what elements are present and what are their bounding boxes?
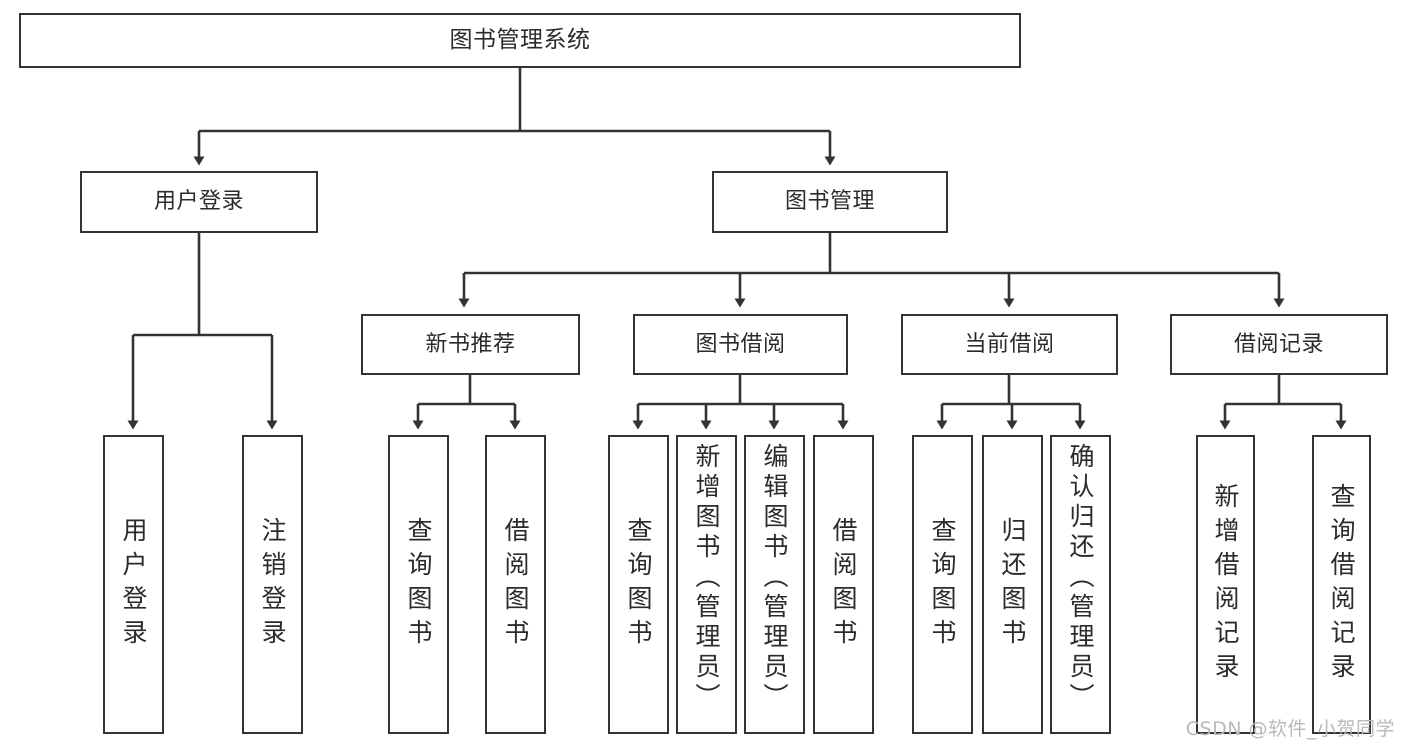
node-root-system[interactable]: 图书管理系统 (19, 13, 1021, 68)
node-label: 借阅记录 (1233, 331, 1324, 357)
node-label: 借阅图书 (829, 516, 858, 653)
node-label: 查询图书 (404, 516, 433, 653)
node-borrow-record[interactable]: 借阅记录 (1170, 314, 1388, 375)
node-label: 用户登录 (153, 189, 244, 215)
node-label: 查询借阅记录 (1327, 482, 1356, 687)
leaf-return-book[interactable]: 归还图书 (982, 435, 1043, 734)
leaf-query-book-3[interactable]: 查询图书 (912, 435, 973, 734)
node-label: 新增图书（管理员） (692, 443, 721, 713)
leaf-confirm-return[interactable]: 确认归还（管理员） (1050, 435, 1111, 734)
node-user-login[interactable]: 用户登录 (80, 171, 318, 233)
node-label: 查询图书 (624, 516, 653, 653)
leaf-borrow-book-2[interactable]: 借阅图书 (813, 435, 874, 734)
node-label: 新书推荐 (425, 331, 516, 357)
node-label: 借阅图书 (501, 516, 530, 653)
leaf-logout[interactable]: 注销登录 (242, 435, 303, 734)
node-label: 图书借阅 (695, 331, 786, 357)
node-current-borrow[interactable]: 当前借阅 (901, 314, 1118, 375)
node-label: 注销登录 (258, 516, 287, 653)
leaf-query-book-1[interactable]: 查询图书 (388, 435, 449, 734)
node-new-book-recommend[interactable]: 新书推荐 (361, 314, 580, 375)
node-label: 图书管理系统 (449, 26, 591, 53)
leaf-query-book-2[interactable]: 查询图书 (608, 435, 669, 734)
node-label: 确认归还（管理员） (1066, 443, 1095, 713)
leaf-query-record[interactable]: 查询借阅记录 (1312, 435, 1371, 734)
node-book-borrow[interactable]: 图书借阅 (633, 314, 848, 375)
node-label: 编辑图书（管理员） (760, 443, 789, 713)
leaf-user-login[interactable]: 用户登录 (103, 435, 164, 734)
node-label: 归还图书 (998, 516, 1027, 653)
node-label: 查询图书 (928, 516, 957, 653)
node-label: 用户登录 (119, 516, 148, 653)
watermark-text: CSDN @软件_小贺同学 (1185, 718, 1395, 740)
node-label: 图书管理 (784, 189, 875, 215)
node-book-manage[interactable]: 图书管理 (712, 171, 948, 233)
leaf-edit-book[interactable]: 编辑图书（管理员） (744, 435, 805, 734)
node-label: 当前借阅 (964, 331, 1055, 357)
node-label: 新增借阅记录 (1211, 482, 1240, 687)
leaf-borrow-book-1[interactable]: 借阅图书 (485, 435, 546, 734)
leaf-add-record[interactable]: 新增借阅记录 (1196, 435, 1255, 734)
leaf-add-book[interactable]: 新增图书（管理员） (676, 435, 737, 734)
